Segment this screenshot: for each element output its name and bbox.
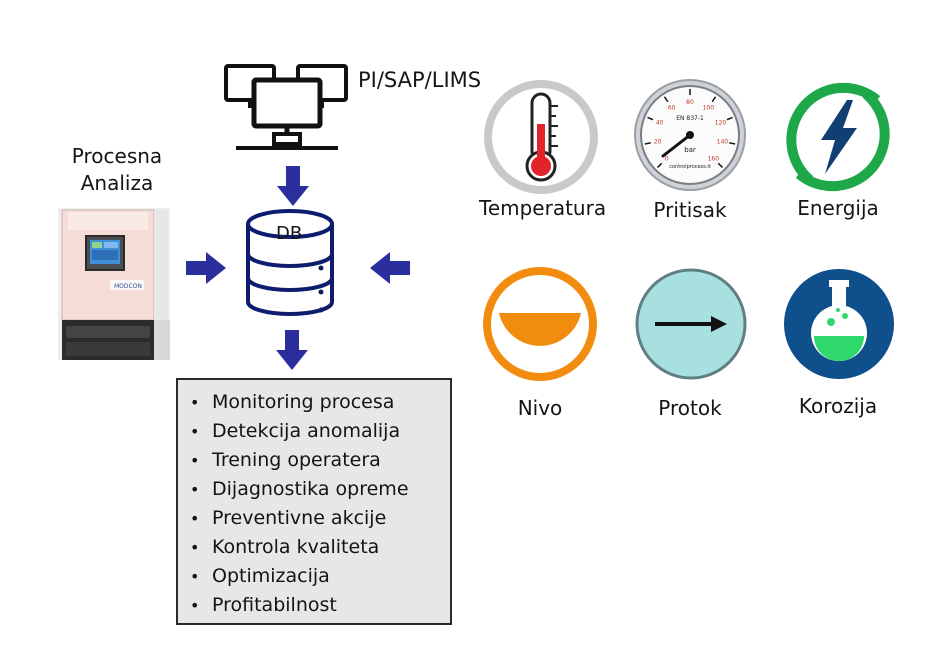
benefits-list: Monitoring procesa Detekcija anomalija T… <box>178 380 450 620</box>
list-item: Optimizacija <box>190 562 450 591</box>
gauge-tick-label: 160 <box>708 155 720 162</box>
arrow-down-icon <box>277 166 309 206</box>
gauge-unit-text: bar <box>684 146 696 154</box>
database-label: DB <box>276 223 303 244</box>
gauge-tick-mark <box>644 142 651 145</box>
arrow-right-icon <box>186 252 226 284</box>
thermometer-icon <box>484 80 598 194</box>
benefits-list-box: Monitoring procesa Detekcija anomalija T… <box>176 378 452 625</box>
measurement-label-corrosion: Korozija <box>798 394 878 418</box>
gauge-tick-label: 120 <box>715 119 727 126</box>
list-item: Monitoring procesa <box>190 388 450 417</box>
list-item: Preventivne akcije <box>190 504 450 533</box>
gauge-tick-mark <box>729 142 736 145</box>
analyzer-device-image: MODCON <box>58 208 170 360</box>
gauge-tick-label: 100 <box>703 105 715 112</box>
gauge-tick-label: 80 <box>686 99 694 106</box>
gauge-tick-mark <box>663 96 669 103</box>
gauge-tick-mark <box>647 116 654 121</box>
arrow-down-icon <box>276 330 308 370</box>
flask-icon <box>784 269 894 379</box>
analysis-label-line2: Analiza <box>80 171 154 195</box>
measurement-label-energy: Energija <box>797 196 879 220</box>
measurement-label-level: Nivo <box>517 396 563 420</box>
measurement-label-pressure: Pritisak <box>653 198 727 222</box>
gauge-brand-text: controlprocess.it <box>669 164 711 170</box>
level-icon <box>483 267 597 381</box>
list-item: Detekcija anomalija <box>190 417 450 446</box>
gauge-model-text: EN 837-1 <box>676 115 704 122</box>
source-label: PI/SAP/LIMS <box>358 68 482 92</box>
gauge-tick-mark <box>656 162 663 169</box>
analysis-label: Procesna Analiza <box>58 143 176 197</box>
gauge-tick-label: 20 <box>654 138 662 145</box>
list-item: Trening operatera <box>190 446 450 475</box>
gauge-tick-mark <box>711 96 717 103</box>
gauge-tick-label: 140 <box>717 138 729 145</box>
list-item: Profitabilnost <box>190 591 450 620</box>
arrow-left-icon <box>370 252 410 284</box>
measurement-label-flow: Protok <box>658 396 722 420</box>
device-brand-text: MODCON <box>114 283 142 290</box>
measurement-label-temperature: Temperatura <box>479 196 607 220</box>
gauge-tick-label: 40 <box>656 119 664 126</box>
gauge-tick-mark <box>717 162 724 169</box>
gauge-tick-label: 60 <box>668 105 676 112</box>
list-item: Dijagnostika opreme <box>190 475 450 504</box>
database-icon <box>246 209 334 316</box>
flow-arrow-icon <box>635 268 747 380</box>
computer-network-icon <box>224 64 348 150</box>
gauge-tick-mark <box>726 116 733 121</box>
list-item: Kontrola kvaliteta <box>190 533 450 562</box>
analysis-label-line1: Procesna <box>71 144 163 168</box>
lightning-icon <box>786 82 890 192</box>
gauge-tick-label: 0 <box>665 155 669 162</box>
